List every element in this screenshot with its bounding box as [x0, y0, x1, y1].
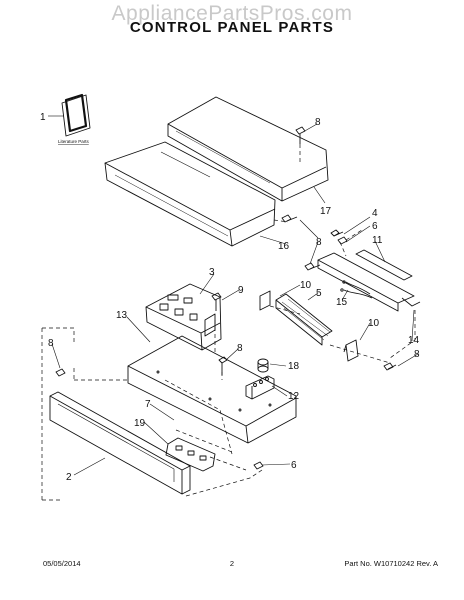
part-support-rail [317, 249, 421, 312]
callout-5: 5 [316, 288, 322, 299]
callout-18: 18 [288, 361, 300, 372]
part-control-board [145, 283, 222, 351]
callout-3: 3 [209, 267, 215, 278]
callout-17: 17 [320, 206, 332, 217]
part-top-cover [167, 96, 329, 202]
callout-16: 16 [278, 241, 290, 252]
page-title: CONTROL PANEL PARTS [129, 19, 335, 36]
leader-lines [48, 115, 419, 476]
callout-8-left: 8 [48, 338, 54, 349]
callout-6-lower: 6 [291, 460, 297, 471]
part-control-frame [49, 391, 191, 495]
callout-8-mid: 8 [316, 237, 322, 248]
callout-15: 15 [336, 297, 348, 308]
callout-13: 13 [116, 310, 128, 321]
callout-10-upper: 10 [300, 280, 312, 291]
part-bracket-lower [343, 339, 359, 362]
part-literature: Literature Parts [58, 93, 91, 144]
callout-8-center: 8 [237, 343, 243, 354]
callout-7: 7 [145, 399, 151, 410]
part-panel-tray [104, 141, 276, 247]
screws [55, 126, 397, 470]
callout-10-lower: 10 [368, 318, 380, 329]
callout-12: 12 [288, 391, 300, 402]
callout-2: 2 [66, 472, 72, 483]
assembly-dashed-lines [41, 144, 416, 501]
part-bracket-upper [259, 290, 271, 311]
callout-numbers: 1 8 17 4 6 8 11 16 3 9 10 5 15 13 10 8 8… [40, 112, 420, 483]
callout-4: 4 [372, 208, 378, 219]
part-knob [257, 358, 269, 373]
callout-19: 19 [134, 418, 146, 429]
part-mounting-plate [127, 335, 297, 444]
callout-14: 14 [408, 335, 420, 346]
literature-parts-label: Literature Parts [58, 139, 90, 144]
callout-9: 9 [238, 285, 244, 296]
callout-8-top: 8 [315, 117, 321, 128]
part-fan [275, 293, 333, 346]
part-keypad [165, 437, 216, 472]
callout-6-upper: 6 [372, 221, 378, 232]
footer-page-number: 2 [229, 559, 235, 568]
callout-1: 1 [40, 112, 46, 123]
part-terminal-block [245, 375, 275, 400]
callout-11: 11 [372, 235, 383, 246]
footer-date: 05/05/2014 [43, 559, 81, 568]
footer-part-number: Part No. W10710242 Rev. A [344, 559, 438, 568]
watermark: AppliancePartsPros.com [111, 2, 353, 25]
part-wire-harness [340, 280, 373, 299]
callout-8-right: 8 [414, 349, 420, 360]
